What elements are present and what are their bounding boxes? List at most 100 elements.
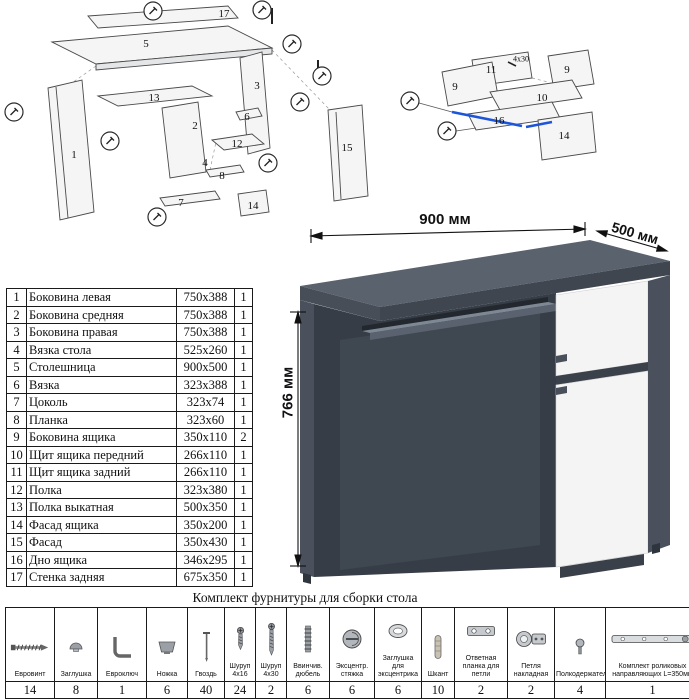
- screw-callout-icon: [437, 121, 457, 141]
- hardware-item-qty: 14: [5, 681, 55, 700]
- hardware-item-label: Ответная планка для петли: [462, 655, 500, 679]
- hardware-item-cell: Заглушка: [54, 606, 98, 683]
- screw-long-icon: [257, 616, 286, 662]
- desk-right-side: [648, 275, 670, 553]
- parts-size-cell: 323x380: [176, 480, 235, 499]
- parts-number-cell: 15: [6, 533, 27, 552]
- hardware-item-qty: 40: [187, 681, 225, 700]
- hardware-item-cell: Шуруп 4x30: [255, 606, 287, 683]
- part-number-label: 14: [558, 130, 570, 142]
- part-back-panel: [87, 5, 239, 29]
- parts-name-cell: Боковина левая: [26, 288, 177, 307]
- keyboard-tray-front: [370, 304, 556, 340]
- part-drawer-facade: [237, 189, 270, 217]
- confirmat-screw-icon: [7, 624, 54, 670]
- cam-lock-icon: [331, 616, 374, 662]
- screw-callout-icon: [400, 91, 420, 111]
- part-shelf: [210, 133, 266, 151]
- parts-size-cell: 323x388: [176, 375, 235, 394]
- parts-qty-cell: 1: [234, 550, 253, 569]
- parts-name-cell: Боковина правая: [26, 323, 177, 342]
- parts-name-cell: Дно ящика: [26, 550, 177, 569]
- part-mid-panel: [161, 101, 207, 179]
- screw-callout-icon: [143, 1, 163, 21]
- desk-leg: [652, 543, 660, 554]
- hardware-item-cell: Гвоздь: [187, 606, 225, 683]
- nail-icon: [189, 624, 224, 670]
- desk-drawer-front: [555, 280, 649, 377]
- hardware-item-qty: 6: [329, 681, 375, 700]
- parts-qty-cell: 1: [234, 480, 253, 499]
- part-number-label: 15: [341, 142, 353, 154]
- parts-qty-cell: 1: [234, 305, 253, 324]
- parts-name-cell: Щит ящика задний: [26, 463, 177, 482]
- parts-name-cell: Полка выкатная: [26, 498, 177, 517]
- desk-left-side: [300, 300, 314, 577]
- hardware-item-cell: Ответная планка для петли: [454, 606, 508, 683]
- hardware-item-qty: 6: [286, 681, 330, 700]
- parts-number-cell: 6: [6, 375, 27, 394]
- exploded-desk-diagram: [4, 0, 369, 227]
- hardware-item-label: Полкодержатель: [556, 671, 606, 679]
- part-rail: [235, 107, 263, 121]
- screw-callout-icon: [312, 66, 332, 86]
- dim-width-label: 900 мм: [419, 211, 471, 228]
- threaded-dowel-icon: [288, 616, 329, 662]
- parts-size-cell: 750x388: [176, 305, 235, 324]
- parts-qty-cell: 1: [234, 533, 253, 552]
- dimension-arrows: [290, 222, 669, 569]
- hardware-item-label: Шкант: [427, 671, 449, 679]
- hardware-item-qty: 24: [224, 681, 256, 700]
- parts-qty-cell: 1: [234, 288, 253, 307]
- foot-icon: [148, 624, 187, 670]
- parts-name-cell: Стенка задняя: [26, 568, 177, 587]
- part-door: [327, 104, 369, 202]
- desk-leg: [303, 573, 311, 584]
- part-number-label: 14: [247, 200, 259, 212]
- hardware-item-cell: Шуруп 4x16: [224, 606, 256, 683]
- parts-number-cell: 10: [6, 445, 27, 464]
- parts-qty-cell: 1: [234, 498, 253, 517]
- parts-size-cell: 350x430: [176, 533, 235, 552]
- parts-name-cell: Фасад: [26, 533, 177, 552]
- parts-name-cell: Щит ящика передний: [26, 445, 177, 464]
- parts-number-cell: 16: [6, 550, 27, 569]
- parts-number-cell: 11: [6, 463, 27, 482]
- cam-cap-icon: [376, 609, 421, 654]
- hardware-item-label: Шуруп 4x30: [260, 663, 282, 679]
- hardware-item-label: Евровинт: [14, 671, 46, 679]
- parts-name-cell: Планка: [26, 410, 177, 429]
- parts-size-cell: 675x350: [176, 568, 235, 587]
- screw-short-icon: [226, 616, 255, 662]
- keyboard-tray-slot: [362, 297, 548, 331]
- hardware-item-cell: Евроключ: [97, 606, 147, 683]
- part-number-label: 10: [536, 92, 548, 104]
- parts-qty-cell: 2: [234, 428, 253, 447]
- screw-size-note: 4x30: [513, 54, 529, 64]
- parts-number-cell: 4: [6, 340, 27, 359]
- part-number-label: 17: [218, 8, 230, 20]
- part-number-label: 1: [71, 149, 77, 161]
- hardware-item-cell: Евровинт: [5, 606, 55, 683]
- hardware-item-label: Шуруп 4x16: [229, 663, 251, 679]
- hardware-item-label: Эксцентр. стяжка: [335, 663, 369, 679]
- parts-name-cell: Боковина ящика: [26, 428, 177, 447]
- parts-size-cell: 323x74: [176, 393, 235, 412]
- screw-callout-icon: [282, 34, 302, 54]
- parts-qty-cell: 1: [234, 375, 253, 394]
- parts-name-cell: Фасад ящика: [26, 515, 177, 534]
- hardware-item-qty: 8: [54, 681, 98, 700]
- roller-guide-highlight: [451, 110, 553, 129]
- desk-3d-view: [300, 240, 670, 584]
- parts-name-cell: Вязка стола: [26, 340, 177, 359]
- screw-callout-icon: [147, 207, 167, 227]
- desktop-top: [300, 240, 670, 307]
- part-number-label: 12: [231, 138, 243, 150]
- parts-qty-cell: 1: [234, 515, 253, 534]
- hardware-item-qty: 4: [554, 681, 606, 700]
